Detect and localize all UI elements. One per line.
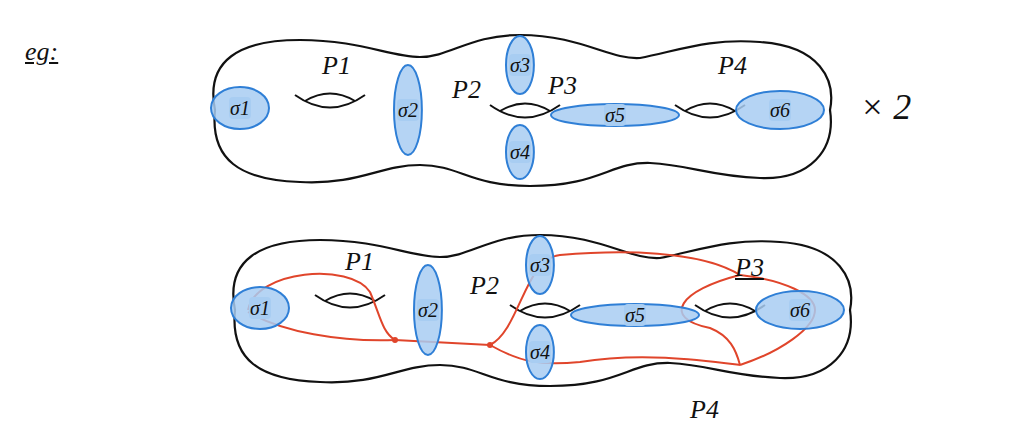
cut-disk: σ4 [505, 124, 535, 180]
cut-disk: σ1 [210, 86, 270, 130]
cut-disk: σ6 [755, 290, 845, 330]
curve-label: σ4 [509, 141, 531, 163]
curve-label: σ1 [229, 97, 251, 119]
genus-surface [233, 235, 851, 386]
curve-label: σ3 [529, 254, 551, 276]
cut-disk: σ4 [525, 324, 555, 380]
disk-ellipse [231, 287, 289, 329]
curve-label: σ1 [249, 297, 271, 319]
genus-surface [213, 35, 831, 186]
disk-ellipse [394, 65, 422, 155]
dual-curves [248, 252, 815, 365]
part-label: × 2 [860, 88, 911, 128]
disk-ellipse [736, 91, 824, 129]
curve-label: σ3 [509, 54, 531, 76]
part-label: P2 [470, 272, 499, 301]
disk-ellipse [756, 291, 844, 329]
cut-disk: σ3 [505, 35, 535, 95]
curve-label: σ6 [769, 99, 791, 121]
disk-ellipse [506, 36, 534, 94]
curve-label: σ5 [604, 104, 626, 126]
part-label: P4 [718, 52, 747, 81]
curve-label: σ5 [624, 304, 646, 326]
curve-label: σ6 [789, 299, 811, 321]
cut-disk: σ5 [570, 303, 700, 327]
part-label: eg: [25, 38, 58, 67]
curve-label: σ2 [397, 99, 419, 121]
disk-ellipse [526, 236, 554, 294]
cut-disk: σ6 [735, 90, 825, 130]
part-label: P1 [345, 248, 374, 277]
disk-ellipse [551, 104, 679, 126]
disk-ellipse [571, 304, 699, 326]
cut-disk: σ5 [550, 103, 680, 127]
disk-ellipse [211, 87, 269, 129]
disk-ellipse [506, 125, 534, 179]
cut-disk: σ3 [525, 235, 555, 295]
surface-copy [233, 235, 851, 386]
cut-disk: σ2 [393, 64, 423, 156]
cut-disk: σ1 [230, 286, 290, 330]
vertex-dot [487, 342, 493, 348]
disk-ellipse [526, 325, 554, 379]
part-label: P4 [690, 396, 719, 425]
part-label: P3 [548, 72, 577, 101]
part-label: P2 [452, 76, 481, 105]
red-curve [395, 340, 490, 345]
curve-label: σ4 [529, 341, 551, 363]
part-label: P1 [322, 52, 351, 81]
disk-ellipse [414, 265, 442, 355]
part-label: P3 [735, 254, 764, 283]
red-curve [248, 274, 395, 340]
curve-label: σ2 [417, 299, 439, 321]
vertex-dot [392, 337, 398, 343]
cut-disk: σ2 [413, 264, 443, 356]
